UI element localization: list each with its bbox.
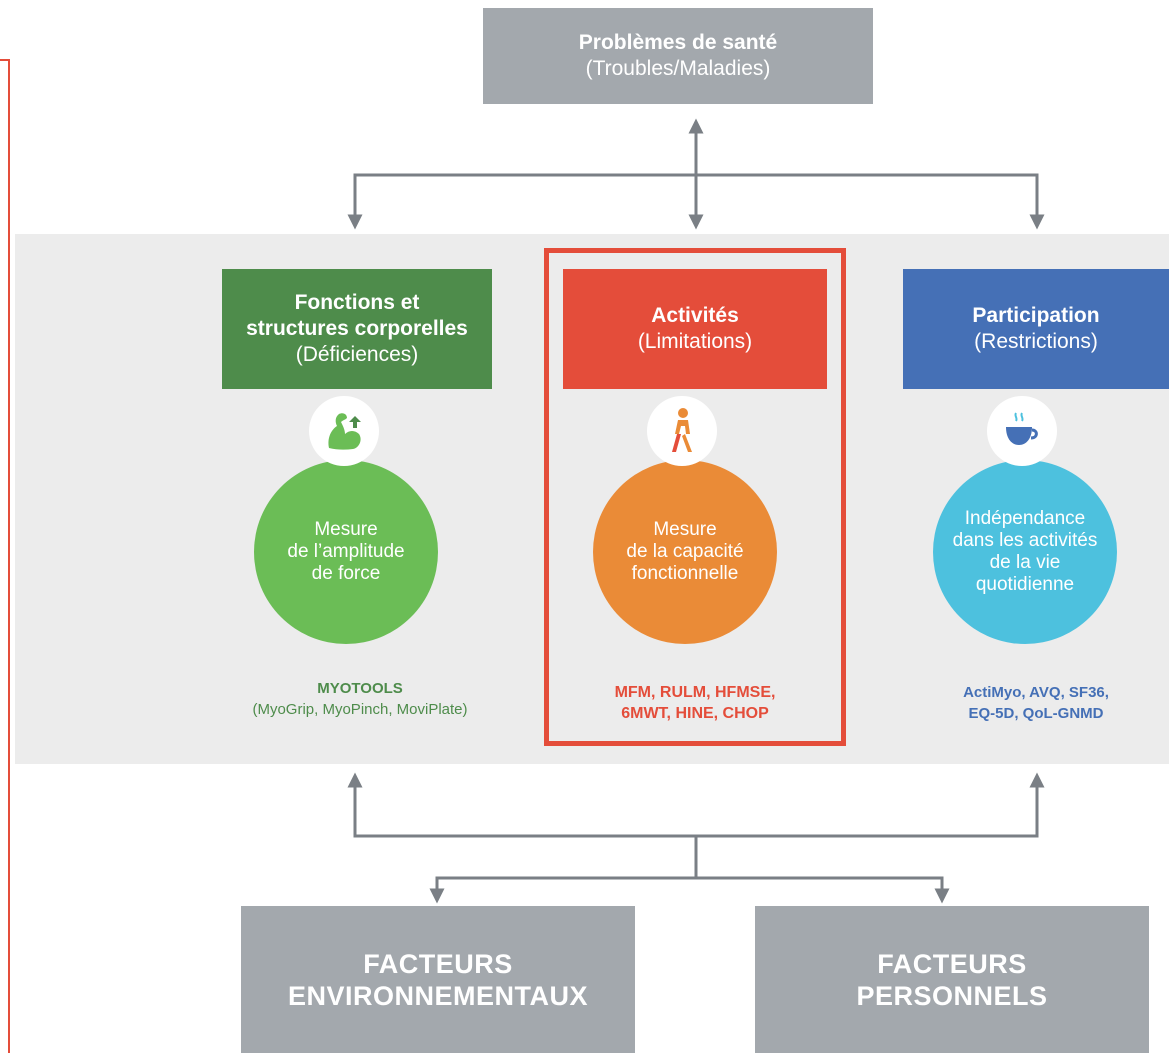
activities-tools: MFM, RULM, HFMSE, 6MWT, HINE, CHOP [563,682,827,724]
walking-person-icon [647,396,717,466]
participation-box: Participation (Restrictions) [903,269,1169,389]
body-measure-circle: Mesure de l’amplitude de force [254,460,438,644]
personal-factors-box: FACTEURS PERSONNELS [755,906,1149,1053]
participation-tools-line1: ActiMyo, AVQ, SF36, [963,684,1109,701]
health-title: Problèmes de santé [578,31,778,54]
body-circle-text: Mesure de l’amplitude de force [287,519,405,584]
env-line1: FACTEURS [363,948,513,979]
left-bracket-line [0,59,10,1053]
activities-measure-circle: Mesure de la capacité fonctionnelle [593,460,777,644]
environmental-factors-box: FACTEURS ENVIRONNEMENTAUX [241,906,635,1053]
participation-subtitle: (Restrictions) [974,330,1098,353]
top-branch-line [353,173,1039,222]
activities-tools-line1: MFM, RULM, HFMSE, [614,684,776,701]
activities-circle-text: Mesure de la capacité fonctionnelle [626,519,744,584]
pers-line1: FACTEURS [877,948,1027,979]
body-title-line2: structures corporelles [246,317,468,340]
body-tools-detail: (MyoGrip, MyoPinch, MoviPlate) [252,701,468,718]
factors-branch-line [435,876,944,888]
participation-tools: ActiMyo, AVQ, SF36, EQ-5D, QoL-GNMD [903,682,1169,724]
env-line2: ENVIRONNEMENTAUX [287,980,589,1011]
body-title-line1: Fonctions et [294,291,420,314]
muscle-icon [309,396,379,466]
activities-highlight-frame [544,248,846,746]
health-subtitle: (Troubles/Maladies) [585,57,771,80]
activities-box: Activités (Limitations) [563,269,827,389]
body-tools: MYOTOOLS (MyoGrip, MyoPinch, MoviPlate) [222,678,498,720]
health-problems-box: Problèmes de santé (Troubles/Maladies) [483,8,873,104]
activities-tools-line2: 6MWT, HINE, CHOP [621,705,769,722]
body-tools-title: MYOTOOLS [317,680,403,697]
pers-line2: PERSONNELS [856,980,1048,1011]
body-subtitle: (Déficiences) [295,343,419,366]
participation-tools-line2: EQ-5D, QoL-GNMD [968,705,1104,722]
participation-circle-text: Indépendance dans les activités de la vi… [952,508,1098,595]
coffee-cup-icon [987,396,1057,466]
participation-measure-circle: Indépendance dans les activités de la vi… [933,460,1117,644]
activities-title: Activités [651,304,739,327]
activities-subtitle: (Limitations) [637,330,753,353]
participation-title: Participation [972,304,1100,327]
bottom-branch-line [353,784,1039,838]
body-functions-box: Fonctions et structures corporelles (Déf… [222,269,492,389]
